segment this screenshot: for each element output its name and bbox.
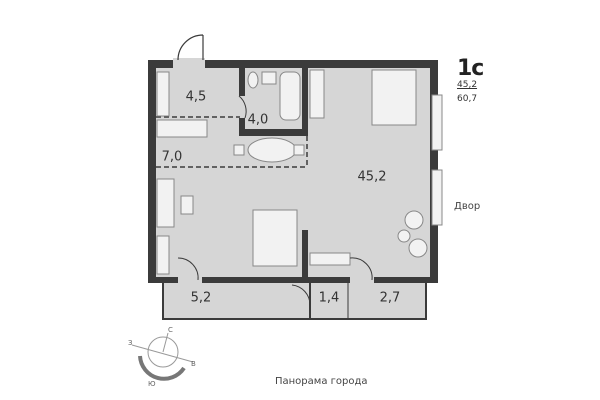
- sofa: [156, 178, 175, 228]
- compass-s: Ю: [148, 380, 156, 388]
- coffee-table: [180, 195, 194, 215]
- compass-n: С: [168, 326, 173, 334]
- toilet: [247, 71, 259, 89]
- wardrobe: [156, 235, 170, 275]
- kitchen-counter: [156, 119, 208, 138]
- apartment-type: 1с: [457, 56, 484, 81]
- desk: [309, 69, 325, 119]
- sink: [261, 71, 277, 85]
- bathtub: [279, 71, 301, 121]
- entrance-door: [177, 34, 204, 61]
- balcony: [162, 279, 427, 320]
- living-area: 45,2: [457, 80, 478, 90]
- bottom-label: Панорама города: [275, 376, 368, 387]
- room-area-balcony-left: 5,2: [190, 290, 212, 306]
- armchair: [408, 238, 428, 258]
- dining-table: [247, 137, 297, 163]
- wardrobe: [156, 71, 170, 117]
- window: [431, 94, 443, 151]
- room-area-living: 45,2: [357, 169, 387, 185]
- room-area-hall: 4,5: [185, 89, 207, 105]
- armchair: [404, 210, 424, 230]
- room-area-balcony-mid: 1,4: [318, 290, 340, 306]
- bed: [252, 209, 298, 267]
- compass-w: З: [128, 339, 133, 347]
- room-area-kitchen: 7,0: [161, 149, 183, 165]
- tv-stand: [309, 252, 351, 266]
- bed: [371, 69, 417, 126]
- room-area-balcony-right: 2,7: [379, 290, 401, 306]
- compass-e: В: [191, 360, 196, 368]
- side-label: Двор: [454, 201, 481, 212]
- compass-icon: [131, 332, 194, 381]
- total-area: 60,7: [457, 94, 478, 104]
- room-area-bathroom: 4,0: [247, 112, 269, 128]
- window: [431, 169, 443, 226]
- round-table: [397, 229, 411, 243]
